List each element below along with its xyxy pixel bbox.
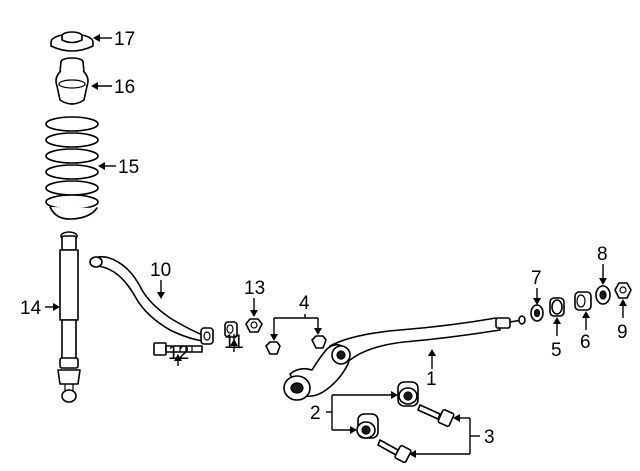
part-13-nut xyxy=(245,318,263,333)
part-15-coil-spring xyxy=(45,116,99,220)
part-1-control-arm xyxy=(283,315,526,401)
part-8-washer xyxy=(595,285,611,305)
part-17-upper-seat xyxy=(50,31,94,52)
leader-15 xyxy=(98,162,116,170)
leader-13 xyxy=(250,298,258,317)
leader-5 xyxy=(553,317,561,336)
leader-2 xyxy=(326,391,398,434)
part-16-bump-stop xyxy=(55,57,89,105)
leader-9 xyxy=(619,299,627,318)
leader-11 xyxy=(230,334,238,352)
leader-4 xyxy=(270,314,322,341)
callout-16: 16 xyxy=(114,77,135,98)
callout-12: 12 xyxy=(168,343,189,364)
leader-17 xyxy=(93,34,112,42)
part-10-sway-bar-link xyxy=(89,255,214,345)
callout-2: 2 xyxy=(310,403,321,424)
callout-4: 4 xyxy=(299,293,310,314)
callout-6: 6 xyxy=(580,332,591,353)
part-11-bushing xyxy=(224,321,238,338)
callout-9: 9 xyxy=(617,322,628,343)
callout-5: 5 xyxy=(551,340,562,361)
leader-6 xyxy=(582,311,590,330)
callout-14: 14 xyxy=(20,298,42,319)
leader-14 xyxy=(45,303,60,311)
leader-1 xyxy=(428,349,436,369)
leader-16 xyxy=(91,82,112,90)
leader-10 xyxy=(157,280,165,299)
callout-7: 7 xyxy=(531,268,542,289)
leader-7 xyxy=(533,288,541,305)
callout-13: 13 xyxy=(244,278,265,299)
part-12-bolt xyxy=(153,342,203,356)
part-6-bushing xyxy=(574,291,592,311)
part-5-bushing xyxy=(549,297,565,317)
callout-3: 3 xyxy=(484,427,495,448)
leader-8 xyxy=(599,264,607,285)
part-2-bushings xyxy=(356,381,419,439)
part-3-bolts xyxy=(377,404,455,464)
callout-11: 11 xyxy=(224,332,244,353)
leader-3 xyxy=(409,414,480,458)
callout-10: 10 xyxy=(150,260,171,281)
part-14-shock-absorber xyxy=(57,231,81,403)
callout-8: 8 xyxy=(597,244,608,265)
leader-12 xyxy=(174,354,182,366)
callout-1: 1 xyxy=(426,369,437,390)
part-7-washer xyxy=(530,304,544,322)
callout-15: 15 xyxy=(118,157,139,178)
part-9-nut xyxy=(614,282,632,299)
part-4-nuts xyxy=(265,335,327,355)
callout-17: 17 xyxy=(114,29,135,50)
